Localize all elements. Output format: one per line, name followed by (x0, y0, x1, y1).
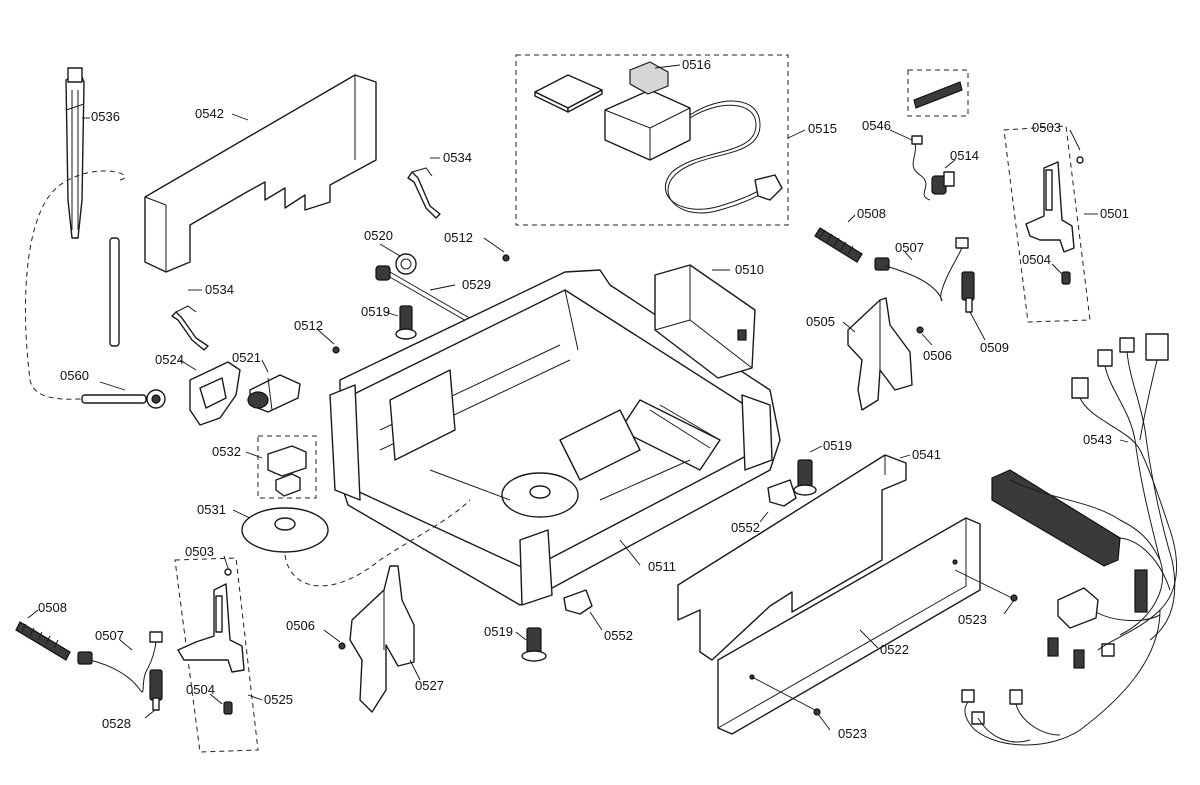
part-0509 (961, 271, 975, 313)
part-0536 (65, 67, 85, 239)
part-0519-c (521, 627, 547, 662)
label-0519-a: 0519 (361, 304, 390, 319)
label-0504-top: 0504 (1022, 252, 1051, 267)
part-0543 (961, 333, 1178, 746)
part-0523-b (813, 708, 821, 716)
part-0505 (847, 297, 913, 411)
part-0522 (717, 517, 981, 735)
label-0552-bottom: 0552 (604, 628, 633, 643)
label-0543: 0543 (1083, 432, 1112, 447)
label-0560: 0560 (60, 368, 89, 383)
part-0531 (241, 499, 471, 587)
part-0506-bottom (338, 642, 346, 650)
part-0541 (677, 454, 907, 661)
part-0528 (149, 669, 163, 711)
label-0507-top: 0507 (895, 240, 924, 255)
label-0541: 0541 (912, 447, 941, 462)
group-box-0532 (257, 435, 317, 499)
label-0552-right: 0552 (731, 520, 760, 535)
label-0534-lower: 0534 (205, 282, 234, 297)
label-0511: 0511 (648, 559, 676, 574)
part-0519-a (395, 305, 417, 340)
part-0512-a (502, 254, 510, 262)
label-0506-top: 0506 (923, 348, 952, 363)
label-0516: 0516 (682, 57, 711, 72)
label-0529: 0529 (462, 277, 491, 292)
part-0525-bracket (177, 568, 245, 673)
label-0504-bottom: 0504 (186, 682, 215, 697)
group-box-0525 (174, 557, 259, 753)
part-0507-top (874, 237, 969, 302)
label-0523-b: 0523 (838, 726, 867, 741)
part-0524 (189, 361, 241, 426)
label-0508-bottom: 0508 (38, 600, 67, 615)
part-0506-top (916, 326, 924, 334)
part-0542 (144, 74, 377, 273)
part-0504-top (1061, 271, 1071, 285)
part-0534-lower (171, 305, 209, 351)
part-0532 (267, 445, 307, 497)
label-0528: 0528 (102, 716, 131, 731)
part-0510 (654, 264, 756, 379)
part-0508-bottom (15, 621, 71, 661)
label-0501: 0501 (1100, 206, 1129, 221)
part-0534-upper (407, 167, 441, 219)
label-0508-top: 0508 (857, 206, 886, 221)
label-0519-b: 0519 (823, 438, 852, 453)
label-0505: 0505 (806, 314, 835, 329)
label-0522: 0522 (880, 642, 909, 657)
part-0560-rod (24, 170, 166, 409)
part-0501-bracket (1025, 156, 1084, 253)
part-0519-b (793, 459, 817, 496)
part-0520 (395, 253, 417, 275)
label-0503-bottom: 0503 (185, 544, 214, 559)
label-0525: 0525 (264, 692, 293, 707)
part-0527 (349, 565, 415, 713)
label-0512-a: 0512 (444, 230, 473, 245)
label-0523-a: 0523 (958, 612, 987, 627)
label-0542: 0542 (195, 106, 224, 121)
label-0532: 0532 (212, 444, 241, 459)
part-0507-bottom (77, 631, 163, 693)
label-0534-upper: 0534 (443, 150, 472, 165)
label-0507-bottom: 0507 (95, 628, 124, 643)
part-0512-b (332, 346, 340, 354)
part-0552-bottom (563, 589, 593, 615)
part-0552-right (767, 479, 797, 507)
part-0516 (534, 61, 783, 214)
label-0519-c: 0519 (484, 624, 513, 639)
label-0512-b: 0512 (294, 318, 323, 333)
label-0524: 0524 (155, 352, 184, 367)
part-0514 (931, 171, 955, 195)
label-0514: 0514 (950, 148, 979, 163)
label-0521: 0521 (232, 350, 261, 365)
label-0506-bottom: 0506 (286, 618, 315, 633)
part-0521 (247, 374, 301, 413)
group-box-0515 (515, 54, 789, 226)
part-0504-bottom (223, 701, 233, 715)
label-0509: 0509 (980, 340, 1009, 355)
label-0520: 0520 (364, 228, 393, 243)
label-0546: 0546 (862, 118, 891, 133)
part-base-tub (329, 269, 781, 606)
label-0503-top: 0503 (1032, 120, 1061, 135)
label-0536: 0536 (91, 109, 120, 124)
label-0515: 0515 (808, 121, 837, 136)
label-0531: 0531 (197, 502, 226, 517)
label-0510: 0510 (735, 262, 764, 277)
label-0527: 0527 (415, 678, 444, 693)
part-0508-top (814, 227, 863, 263)
